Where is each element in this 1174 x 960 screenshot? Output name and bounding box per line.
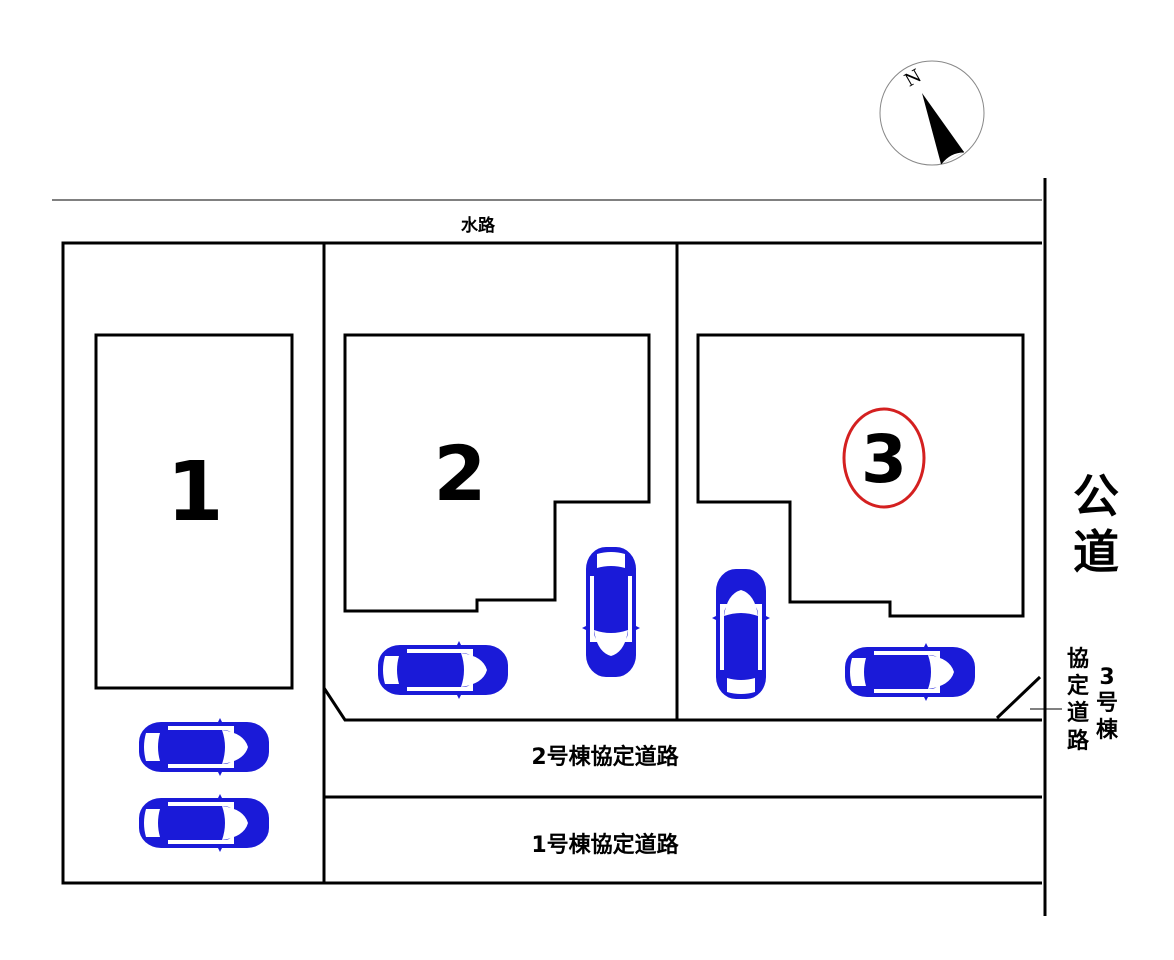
waterway-label: 水路 xyxy=(461,215,496,236)
lot-lines xyxy=(52,178,1062,916)
compass-icon: N xyxy=(879,60,985,166)
car-icon xyxy=(139,718,269,776)
boundary xyxy=(61,241,1042,885)
road-3-chamfer xyxy=(995,675,1042,720)
public-road-label-1: 公 xyxy=(1073,469,1119,523)
car-icon xyxy=(378,641,508,699)
road-3-label-char: 協 xyxy=(1067,646,1089,672)
road-3-label: 3 号 棟 協 定 道 路 xyxy=(1067,646,1119,754)
lot-number-2: 2 xyxy=(434,429,487,518)
car-icon xyxy=(582,547,640,677)
road-3-label-char: 棟 xyxy=(1096,717,1119,743)
public-road-label-2: 道 xyxy=(1073,525,1119,579)
lot-number-1: 1 xyxy=(166,445,223,540)
building-1 xyxy=(94,333,294,690)
road-3-label-char: 3 xyxy=(1099,665,1114,690)
road-3-label-char: 定 xyxy=(1067,673,1089,699)
road-3-label-char: 道 xyxy=(1067,700,1089,726)
road-2-edge xyxy=(322,687,997,722)
building-2 xyxy=(343,333,651,613)
road-3-label-char: 路 xyxy=(1067,728,1090,754)
car-icon xyxy=(139,794,269,852)
car-icon xyxy=(712,569,770,699)
lot-number-3: 3 xyxy=(861,421,907,498)
highlight-circle xyxy=(842,407,926,509)
road-1-label: 1号棟協定道路 xyxy=(531,832,679,858)
road-3-label-char: 号 xyxy=(1096,691,1118,716)
road-2-label: 2号棟協定道路 xyxy=(531,744,679,770)
car-icon xyxy=(845,643,975,701)
building-3 xyxy=(696,333,1025,618)
